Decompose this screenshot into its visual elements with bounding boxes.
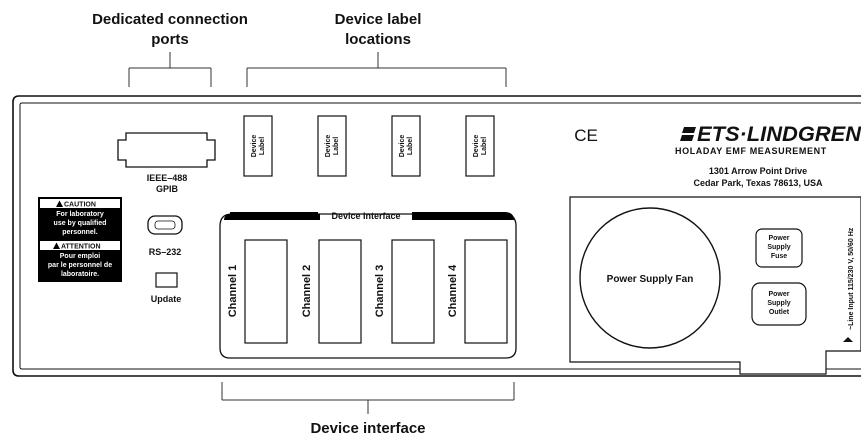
channel-3-label: Channel 3 [374, 265, 386, 318]
warning-icon [53, 242, 60, 249]
rs232-connector [147, 215, 183, 235]
rs232-label: RS–232 [149, 247, 182, 257]
channel-2-label: Channel 2 [301, 265, 313, 318]
device-label-text: Label [259, 137, 266, 155]
device-label-text: Device [325, 135, 332, 158]
address-line-1: 1301 Arrow Point Drive [709, 166, 807, 176]
labels-callout-line2: locations [345, 31, 411, 48]
warning-icon [843, 337, 853, 342]
channel-port-3 [391, 239, 435, 344]
fan-label: Power Supply Fan [607, 274, 694, 285]
device-label-text: Device [251, 135, 258, 158]
attention-line-2: par le personnel de [48, 262, 112, 269]
device-label-text: Label [407, 137, 414, 155]
attention-line-1: Pour emploi [60, 253, 101, 260]
device-label-text: Device [399, 135, 406, 158]
channel-1-label: Channel 1 [227, 265, 239, 318]
brand-name: ETS·LINDGREN [697, 123, 861, 146]
gpib-label-line2: GPIB [156, 184, 179, 194]
attention-label [38, 239, 122, 282]
caution-label [38, 197, 122, 240]
fuse-label-line2: Supply [767, 244, 790, 251]
channel-port-4 [464, 239, 508, 344]
update-port [155, 272, 178, 288]
channel-port-1 [244, 239, 288, 344]
update-label: Update [151, 294, 182, 304]
gpib-label-line1: IEEE–488 [147, 173, 188, 183]
caution-line-2: use by qualified [54, 220, 107, 227]
ports-callout-line2: ports [151, 31, 189, 48]
device-label-1: Device Label [243, 115, 273, 177]
ports-callout-line1: Dedicated connection [92, 11, 248, 28]
brand-logo-icon [680, 127, 696, 141]
warning-icon [56, 200, 63, 207]
interface-callout: Device interface [310, 420, 425, 437]
device-label-text: Label [481, 137, 488, 155]
device-label-3: Device Label [391, 115, 421, 177]
power-supply-outlet [751, 282, 807, 326]
device-label-4: Device Label [465, 115, 495, 177]
device-label-2: Device Label [317, 115, 347, 177]
gpib-connector [117, 132, 216, 168]
outlet-label-line2: Supply [767, 300, 790, 307]
bottom-bracket [221, 382, 515, 414]
fuse-label-line1: Power [768, 235, 789, 242]
attention-line-3: laboratoire. [61, 271, 99, 278]
labels-callout-line1: Device label [335, 11, 422, 28]
device-interface-region [219, 212, 517, 359]
device-interface-title: Device Interface [331, 211, 400, 221]
line-input-label: ~Line Input 115/230 V, 50/60 Hz [848, 227, 855, 330]
device-label-text: Label [333, 137, 340, 155]
outlet-label-line1: Power [768, 291, 789, 298]
attention-title: ATTENTION [61, 244, 101, 251]
top-brackets [128, 52, 507, 87]
caution-line-1: For laboratory [56, 211, 104, 218]
ce-mark: CE [574, 126, 598, 145]
brand-subtitle: HOLADAY EMF MEASUREMENT [675, 146, 827, 156]
caution-title: CAUTION [64, 202, 96, 209]
device-label-text: Device [473, 135, 480, 158]
channel-4-label: Channel 4 [447, 264, 459, 317]
power-supply-fuse [755, 228, 803, 268]
address-line-2: Cedar Park, Texas 78613, USA [694, 178, 823, 188]
channel-port-2 [318, 239, 362, 344]
caution-line-3: personnel. [62, 229, 97, 236]
outlet-label-line3: Outlet [769, 309, 790, 316]
power-supply-fan [579, 207, 721, 349]
fuse-label-line3: Fuse [771, 253, 787, 260]
